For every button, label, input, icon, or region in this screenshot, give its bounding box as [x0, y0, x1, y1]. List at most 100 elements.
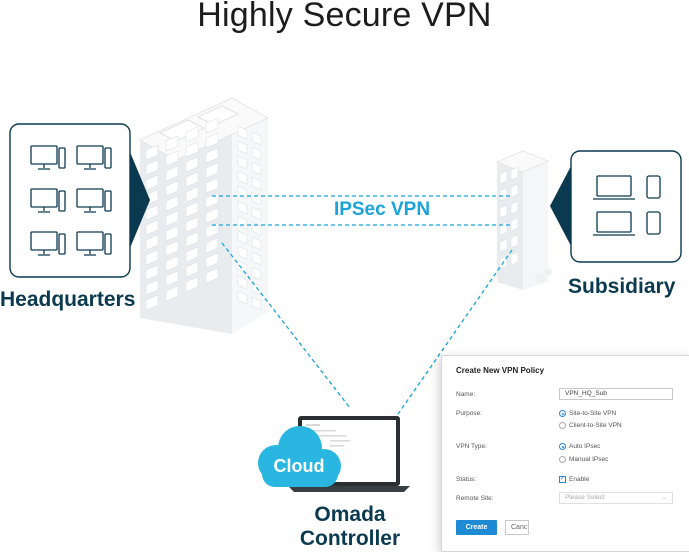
name-label: Name:: [456, 391, 476, 398]
window: [510, 234, 519, 249]
window: [165, 240, 179, 257]
cloud-label: Cloud: [273, 456, 325, 476]
controller-label-line2: Controller: [299, 527, 401, 550]
window: [205, 207, 219, 224]
window: [251, 176, 262, 191]
desktop-monitor-icon: [30, 145, 66, 170]
cloud-icon: [258, 426, 341, 487]
status-label: Status:: [456, 476, 477, 483]
window: [251, 206, 262, 221]
window: [205, 237, 219, 254]
window: [185, 186, 199, 203]
window: [510, 166, 519, 181]
window: [185, 276, 199, 293]
purpose-site-to-site-radio[interactable]: [559, 410, 566, 417]
window: [205, 162, 219, 179]
window: [165, 195, 179, 212]
window: [185, 156, 199, 173]
window: [145, 264, 159, 281]
purpose-option-label: Site-to-Site VPN: [569, 410, 617, 417]
window: [165, 285, 179, 302]
window: [145, 219, 159, 236]
window: [185, 171, 199, 188]
desktop-monitor-icon: [30, 145, 112, 256]
window: [205, 177, 219, 194]
controller-label: Omada Controller: [280, 503, 420, 551]
window: [145, 249, 159, 266]
subsidiary-building: [495, 150, 552, 290]
window: [237, 245, 248, 260]
window: [145, 204, 159, 221]
window: [510, 217, 519, 232]
window: [185, 216, 199, 233]
window: [165, 135, 179, 152]
window: [205, 117, 219, 134]
headquarters-building: [139, 97, 269, 334]
remote-site-placeholder: Please Select: [565, 494, 605, 501]
window: [165, 165, 179, 182]
window: [145, 159, 159, 176]
subsidiary-devices-panel: [550, 150, 682, 263]
window: [185, 246, 199, 263]
laptop-icon: [593, 175, 635, 236]
cancel-button[interactable]: Canc: [505, 520, 529, 535]
window: [499, 238, 508, 253]
window: [510, 183, 519, 198]
window: [499, 204, 508, 219]
window: [185, 126, 199, 143]
window: [510, 251, 519, 266]
window: [205, 192, 219, 209]
window: [185, 261, 199, 278]
window: [251, 251, 262, 266]
window: [165, 225, 179, 242]
window: [237, 230, 248, 245]
window: [237, 170, 248, 185]
window: [251, 161, 262, 176]
vpn-type-manual-radio[interactable]: [559, 456, 566, 463]
window: [251, 191, 262, 206]
window: [185, 201, 199, 218]
window: [237, 140, 248, 155]
window: [165, 210, 179, 227]
headquarters-label: Headquarters: [0, 288, 136, 311]
status-enable-label: Enable: [569, 476, 590, 483]
window: [237, 290, 248, 305]
name-input[interactable]: VPN_HQ_Sub: [559, 388, 673, 400]
vpn-links: [212, 195, 513, 415]
window: [237, 260, 248, 275]
window: [145, 294, 159, 311]
window: [237, 215, 248, 230]
remote-site-select[interactable]: Please Select ⌄: [559, 492, 673, 504]
window: [145, 234, 159, 251]
desktop-monitor-icon: [76, 188, 112, 213]
phone-icon: [646, 175, 661, 235]
vpn-type-option-label: Manual IPsec: [569, 456, 609, 463]
create-button[interactable]: Create: [456, 520, 497, 535]
ipsec-vpn-label: IPSec VPN: [320, 199, 444, 221]
subsidiary-label: Subsidiary: [568, 275, 676, 298]
window: [165, 255, 179, 272]
purpose-client-to-site-radio[interactable]: [559, 422, 566, 429]
vpn-type-label: VPN Type:: [456, 443, 487, 450]
window: [237, 275, 248, 290]
controller-label-line1: Omada: [314, 503, 386, 526]
window: [251, 131, 262, 146]
vpn-type-auto-radio[interactable]: [559, 443, 566, 450]
window: [237, 155, 248, 170]
window: [185, 231, 199, 248]
window: [205, 147, 219, 164]
remote-site-label: Remote Site:: [456, 495, 494, 502]
window: [145, 144, 159, 161]
window: [165, 150, 179, 167]
status-enable-checkbox[interactable]: ✓: [559, 476, 566, 483]
desktop-monitor-icon: [76, 231, 112, 256]
window: [499, 187, 508, 202]
window: [237, 125, 248, 140]
window: [185, 141, 199, 158]
window: [205, 252, 219, 269]
purpose-option-label: Client-to-Site VPN: [569, 422, 622, 429]
chevron-down-icon: ⌄: [661, 494, 667, 501]
vpn-policy-dialog: Create New VPN Policy Name: VPN_HQ_Sub P…: [441, 355, 689, 552]
window: [205, 267, 219, 284]
page-title: Highly Secure VPN: [197, 0, 492, 34]
